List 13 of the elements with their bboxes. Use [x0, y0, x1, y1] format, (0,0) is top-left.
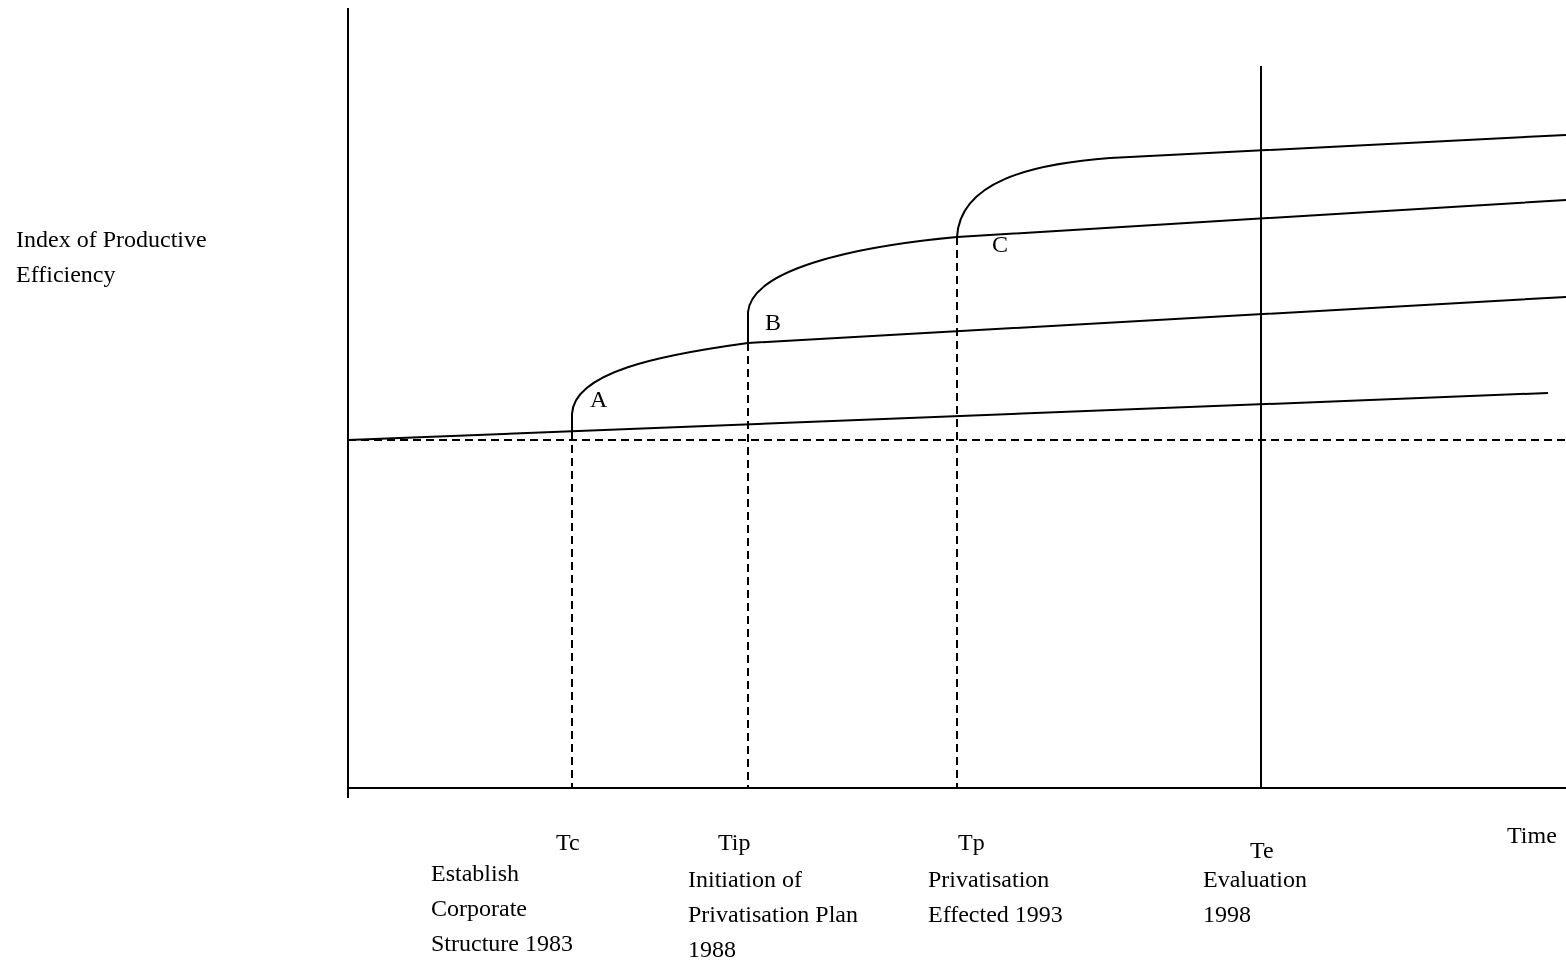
curve-label: A	[590, 385, 608, 414]
event-description: Initiation of Privatisation Plan 1988	[688, 865, 858, 964]
event-description: Evaluation 1998	[1203, 865, 1308, 929]
event-description: Privatisation Effected 1993	[928, 865, 1064, 929]
tick-label: Te	[1250, 836, 1274, 865]
event-description: Establish Corporate Structure 1983	[431, 859, 574, 958]
tick-label: Tc	[556, 828, 580, 857]
tick-label: Tip	[718, 828, 751, 857]
curve-label: B	[765, 308, 781, 337]
axis-title: Time	[1507, 821, 1557, 850]
curve-label: C	[992, 230, 1008, 259]
axis-title: Index of Productive Efficiency	[16, 225, 208, 289]
tick-label: Tp	[958, 828, 985, 857]
